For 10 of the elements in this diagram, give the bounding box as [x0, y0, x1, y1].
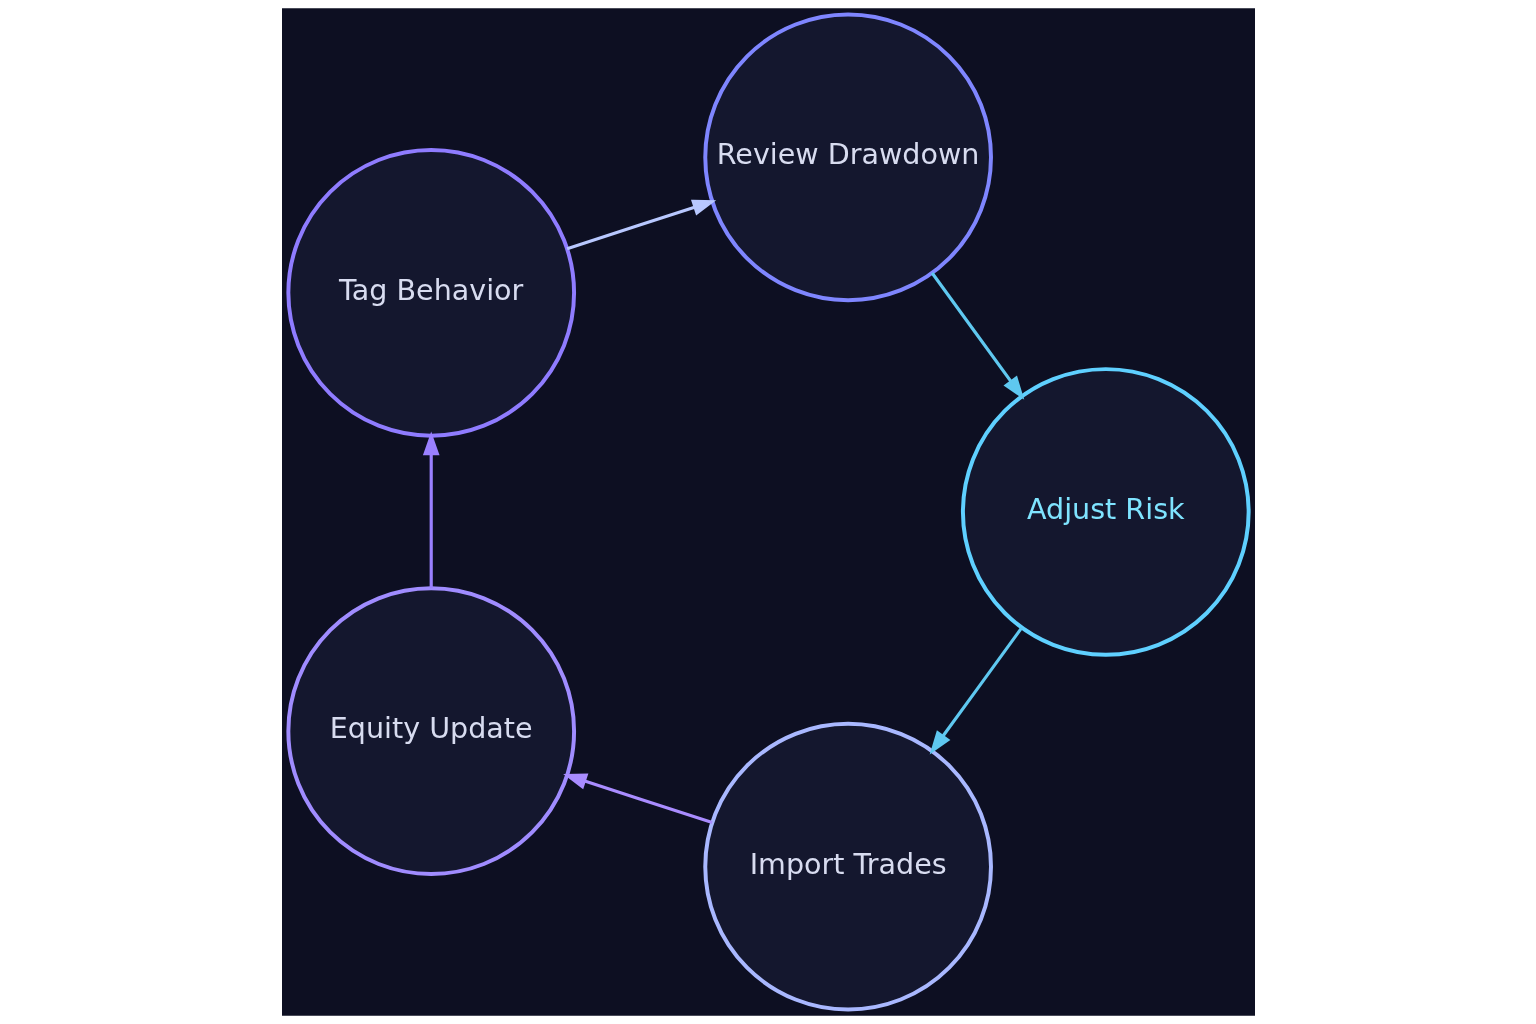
arrow [566, 199, 716, 251]
arrow [562, 773, 713, 824]
arrow [929, 626, 1023, 755]
arrow [930, 272, 1024, 400]
arrow [422, 431, 440, 589]
node-circle: Review Drawdown [702, 12, 993, 303]
node-circle: Import Trades [702, 721, 993, 1012]
node-circle: Equity Update [285, 586, 576, 877]
node-circle: Tag Behavior [285, 147, 576, 438]
node-circle: Adjust Risk [960, 367, 1251, 657]
